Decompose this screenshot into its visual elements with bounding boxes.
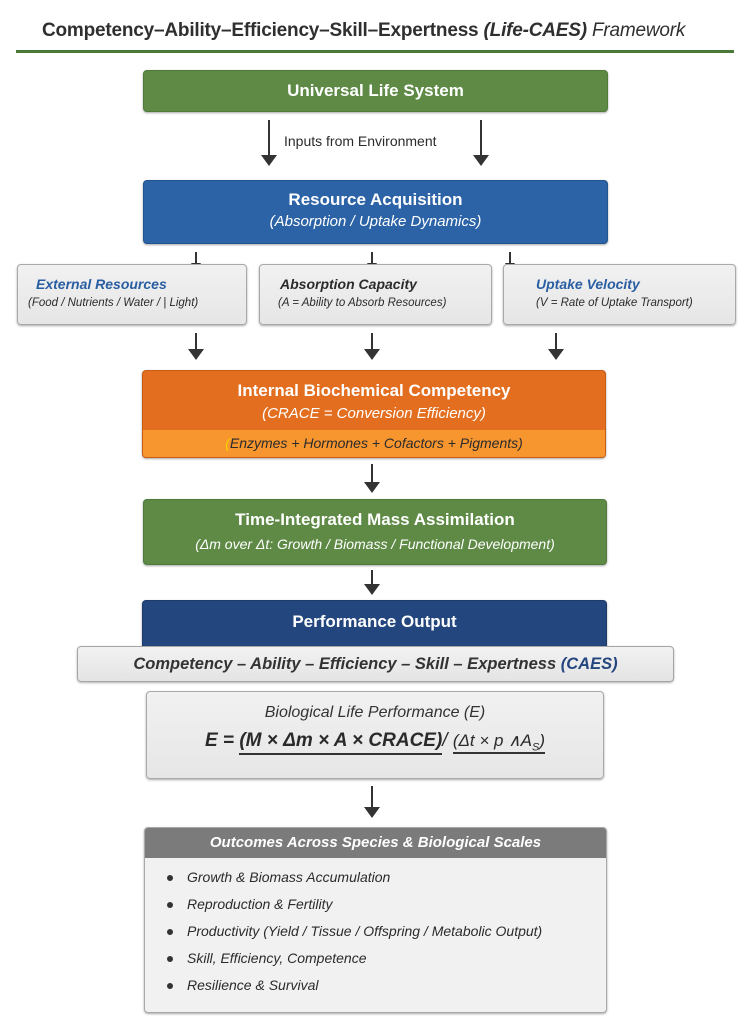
universal-life-system-box: Universal Life System (143, 70, 608, 112)
arrow-down-icon (548, 333, 564, 361)
outcomes-list: Growth & Biomass Accumulation Reproducti… (145, 858, 606, 999)
caes-abbreviation: (CAES) (560, 655, 618, 673)
caes-bar: Competency – Ability – Efficiency – Skil… (77, 646, 674, 682)
list-item: Reproduction & Fertility (167, 891, 606, 918)
uptake-velocity-title: Uptake Velocity (536, 276, 640, 292)
outcome-text: Productivity (Yield / Tissue / Offspring… (187, 923, 543, 939)
outcome-text: Reproduction & Fertility (187, 896, 333, 912)
denominator-subscript: S (531, 741, 540, 754)
universal-life-system-title: Universal Life System (287, 81, 464, 100)
bullet-icon (167, 902, 173, 908)
performance-output-box: Performance Output (142, 600, 607, 652)
mass-assimilation-title: Time-Integrated Mass Assimilation (235, 510, 515, 529)
resource-acquisition-title: Resource Acquisition (288, 190, 463, 209)
arrow-down-icon (261, 120, 277, 166)
arrow-down-icon (473, 120, 489, 166)
denominator-close: ) (539, 731, 545, 750)
list-item: Productivity (Yield / Tissue / Offspring… (167, 918, 606, 945)
title-paren: (Life-CAES) (483, 20, 588, 41)
outcome-text: Resilience & Survival (187, 977, 319, 993)
band-open-paren: ( (225, 435, 230, 451)
resource-acquisition-subtitle: (Absorption / Uptake Dynamics) (269, 213, 482, 230)
list-item: Resilience & Survival (167, 972, 606, 999)
performance-output-title: Performance Output (292, 612, 457, 631)
biochemical-competency-box: Internal Biochemical Competency (CRACE =… (142, 370, 606, 458)
biochemical-components-text: Enzymes + Hormones + Cofactors + Pigment… (229, 435, 523, 451)
outcomes-box: Outcomes Across Species & Biological Sca… (144, 827, 607, 1013)
bullet-icon (167, 983, 173, 989)
external-resources-box: External Resources (Food / Nutrients / W… (17, 264, 247, 325)
outcome-text: Skill, Efficiency, Competence (187, 950, 367, 966)
framework-title: Competency–Ability–Efficiency–Skill–Expe… (42, 20, 742, 42)
absorption-capacity-box: Absorption Capacity (A = Ability to Abso… (259, 264, 492, 325)
arrow-down-icon (364, 786, 380, 820)
absorption-capacity-title: Absorption Capacity (280, 276, 417, 292)
outcome-text: Growth & Biomass Accumulation (187, 869, 391, 885)
list-item: Growth & Biomass Accumulation (167, 864, 606, 891)
mass-assimilation-box: Time-Integrated Mass Assimilation (Δm ov… (143, 499, 607, 565)
formula-title: Biological Life Performance (E) (264, 704, 486, 721)
uptake-velocity-box: Uptake Velocity (V = Rate of Uptake Tran… (503, 264, 736, 325)
biochemical-competency-title: Internal Biochemical Competency (237, 381, 511, 400)
biochemical-components-band: (Enzymes + Hormones + Cofactors + Pigmen… (143, 430, 605, 457)
bullet-icon (167, 929, 173, 935)
formula-denominator: (Δt × p ∧AS) (452, 731, 545, 754)
list-item: Skill, Efficiency, Competence (167, 945, 606, 972)
title-divider (16, 50, 734, 53)
mass-assimilation-subtitle: (Δm over Δt: Growth / Biomass / Function… (195, 536, 555, 552)
external-resources-subtitle: (Food / Nutrients / Water / | Light) (28, 297, 199, 309)
denominator-text: (Δt × p ∧A (452, 731, 532, 750)
formula-equation: E = (M × Δm × A × CRACE)/ (Δt × p ∧AS) (147, 730, 603, 755)
arrow-down-icon (364, 464, 380, 494)
arrow-down-icon (364, 570, 380, 596)
title-suffix: Framework (591, 20, 686, 41)
inputs-from-environment-label: Inputs from Environment (284, 133, 437, 149)
resource-acquisition-box: Resource Acquisition (Absorption / Uptak… (143, 180, 608, 244)
outcomes-title: Outcomes Across Species & Biological Sca… (145, 828, 606, 858)
formula-numerator: (M × Δm × A × CRACE) (239, 730, 443, 755)
formula-slash: / (442, 730, 448, 751)
title-main: Competency–Ability–Efficiency–Skill–Expe… (42, 20, 479, 41)
caes-bar-text: Competency – Ability – Efficiency – Skil… (133, 655, 557, 673)
arrow-down-icon (188, 333, 204, 361)
arrow-down-icon (364, 333, 380, 361)
biochemical-competency-subtitle: (CRACE = Conversion Efficiency) (262, 405, 486, 422)
formula-box: Biological Life Performance (E) E = (M ×… (146, 691, 604, 779)
external-resources-title: External Resources (36, 276, 167, 292)
uptake-velocity-subtitle: (V = Rate of Uptake Transport) (536, 297, 693, 309)
bullet-icon (167, 956, 173, 962)
absorption-capacity-subtitle: (A = Ability to Absorb Resources) (278, 297, 447, 309)
bullet-icon (167, 875, 173, 881)
formula-lhs: E = (204, 730, 235, 751)
